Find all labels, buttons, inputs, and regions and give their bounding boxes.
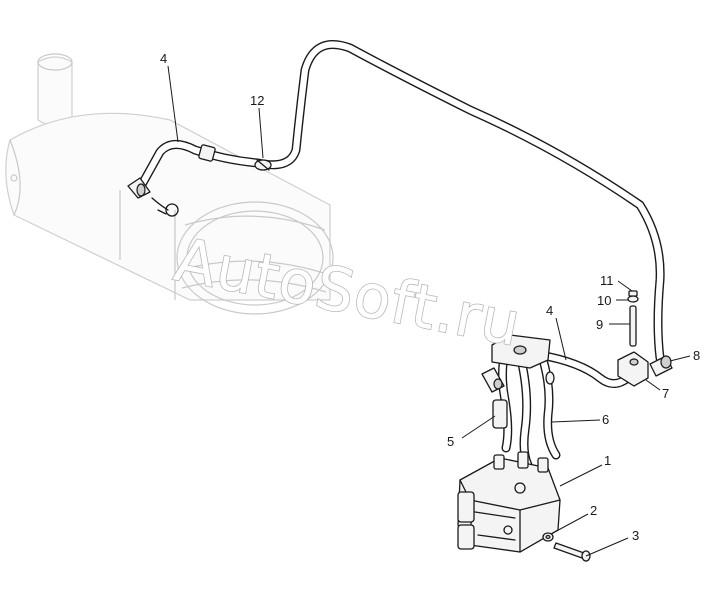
callout-8: 8	[669, 348, 700, 363]
callout-label: 2	[590, 503, 597, 518]
callout-11: 11	[600, 273, 633, 292]
callout-label: 12	[250, 93, 264, 108]
callout-1: 1	[559, 453, 611, 487]
tube-clip-12	[254, 159, 272, 171]
callout-label: 11	[600, 273, 614, 288]
bolt-3	[553, 542, 591, 562]
callout-4-upper: 4	[160, 51, 179, 143]
callout-label: 6	[602, 412, 609, 427]
callout-4-lower: 4	[546, 303, 567, 361]
callout-label: 5	[447, 434, 454, 449]
tube-end-fitting-left	[127, 177, 179, 217]
callout-6: 6	[551, 412, 609, 427]
callout-label: 8	[693, 348, 700, 363]
callout-5: 5	[447, 415, 496, 449]
tube-sleeve	[198, 144, 216, 162]
callout-label: 7	[662, 386, 669, 401]
callout-2: 2	[550, 503, 597, 535]
fuel-tube-upper	[135, 40, 665, 363]
callout-12: 12	[250, 93, 264, 159]
callout-9: 9	[596, 317, 630, 332]
tee-fitting-7	[617, 351, 649, 387]
washer-10	[627, 295, 639, 303]
callout-label: 9	[596, 317, 603, 332]
fitting-5	[481, 367, 508, 429]
callout-label: 3	[632, 528, 639, 543]
watermark-text: AutoSoft.ru	[169, 225, 526, 361]
pump-unit-1	[457, 451, 561, 553]
callout-10: 10	[597, 293, 628, 308]
callout-label: 10	[597, 293, 611, 308]
washer-2	[542, 532, 554, 542]
air-filter-background	[5, 53, 334, 315]
nut-11	[628, 290, 638, 297]
bolt-9	[629, 305, 637, 347]
callout-label: 4	[160, 51, 167, 66]
hose-end-8	[649, 355, 673, 377]
callout-label: 1	[604, 453, 611, 468]
tube-manifold	[491, 334, 555, 385]
callout-3: 3	[585, 528, 639, 557]
callout-7: 7	[645, 379, 669, 401]
callout-label: 4	[546, 303, 553, 318]
